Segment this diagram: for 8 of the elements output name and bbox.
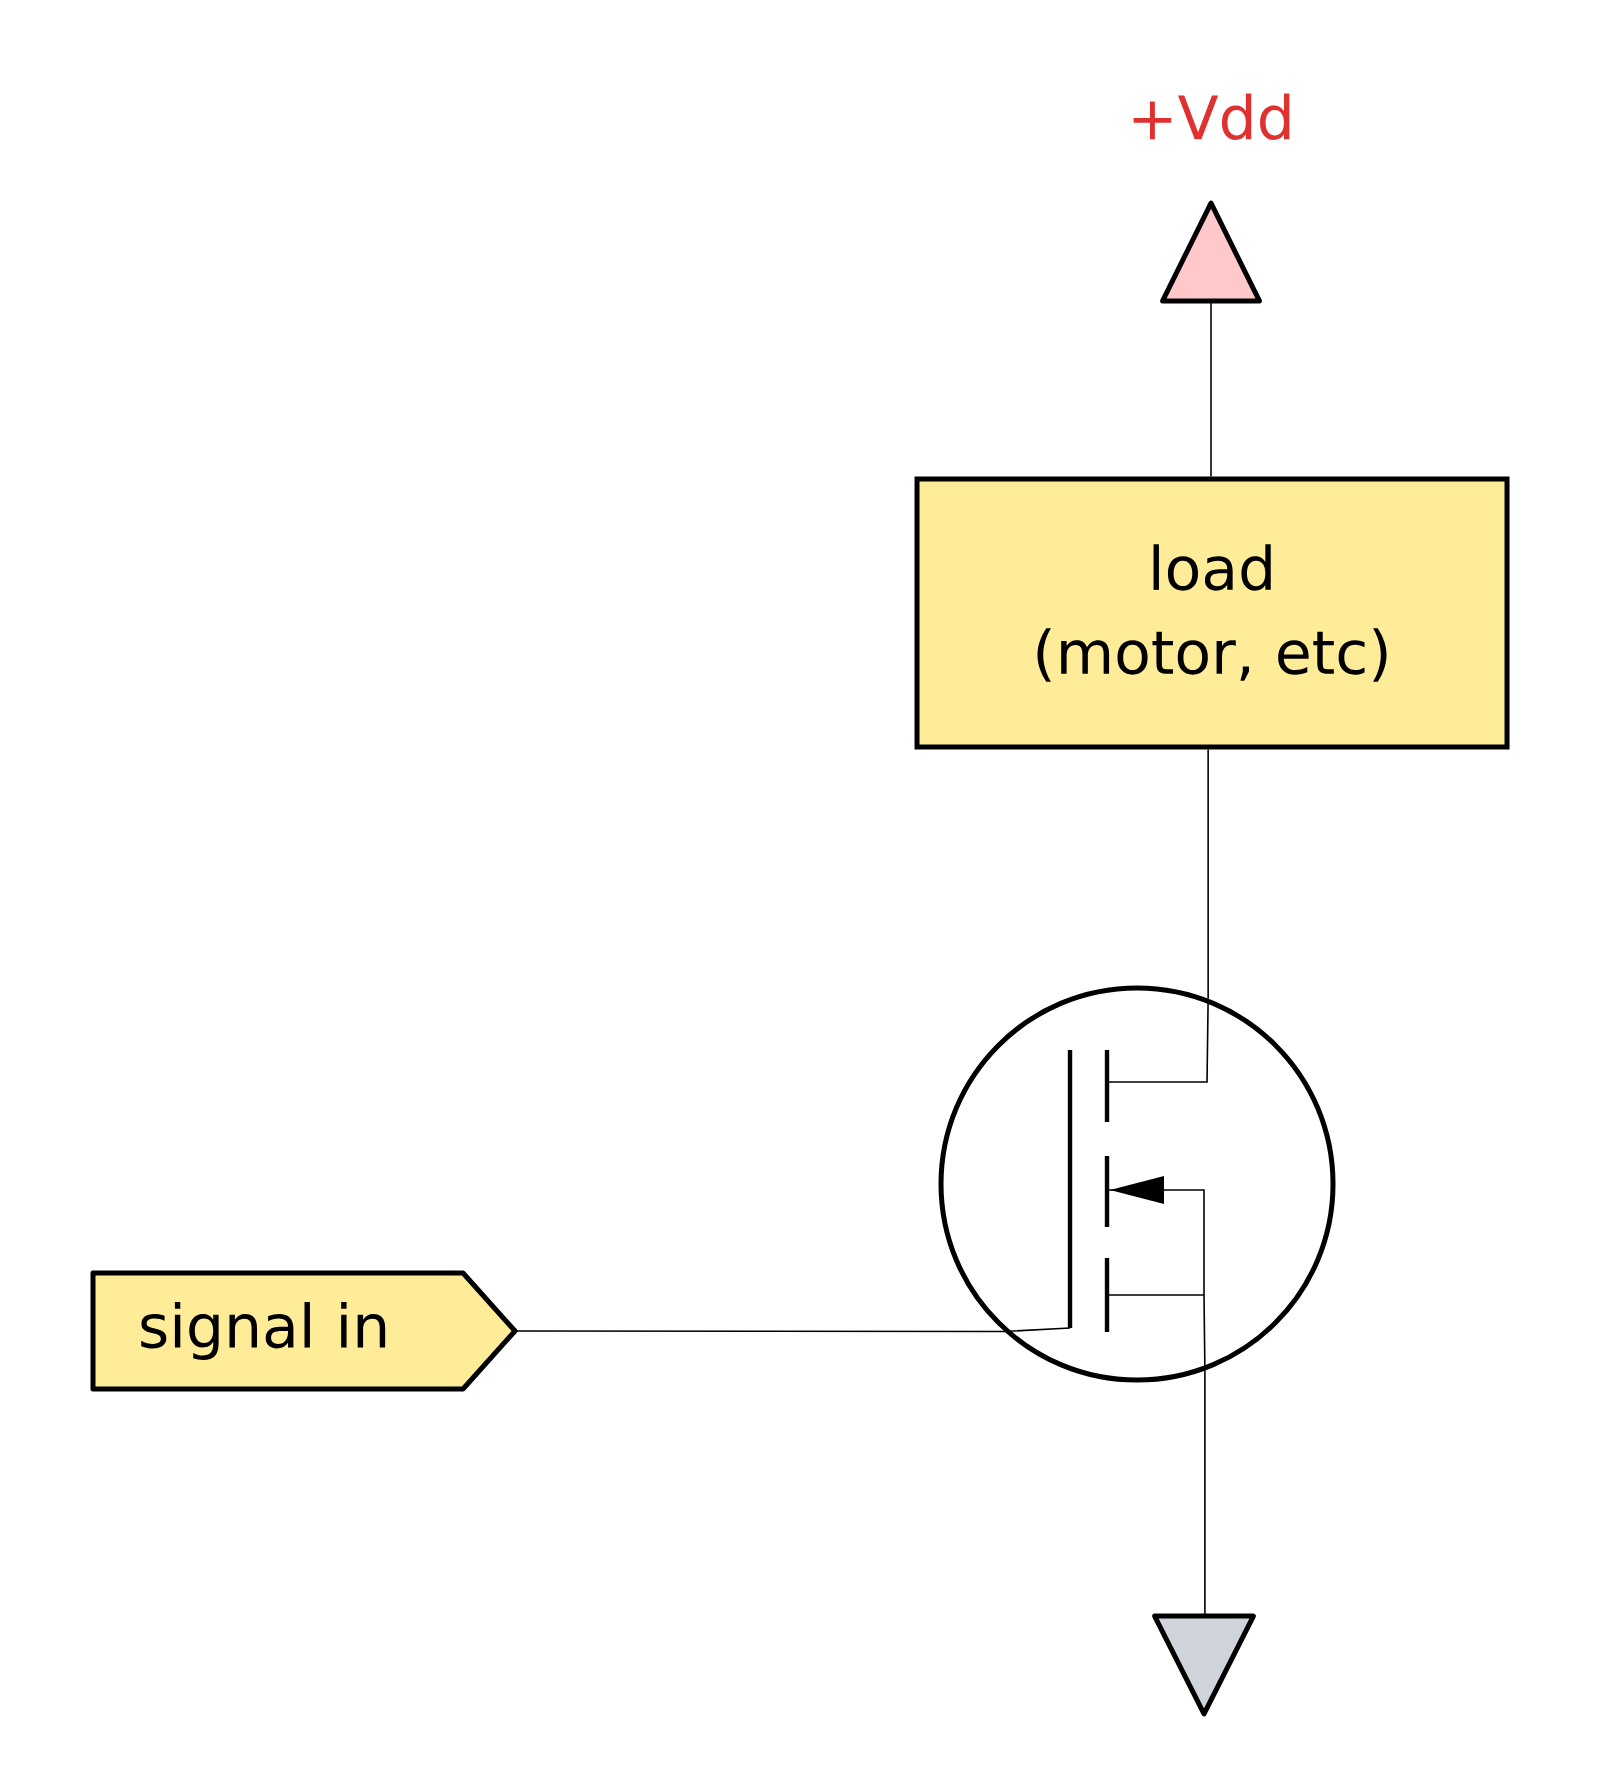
load-box: load (motor, etc) [914, 476, 1510, 750]
wire [1204, 1369, 1206, 1617]
transistor-circle [938, 985, 1336, 1383]
ground-symbol [1152, 1613, 1256, 1717]
wire [1210, 300, 1212, 478]
wire [1207, 748, 1209, 1000]
signal-tag: signal in [90, 1270, 518, 1392]
wire [514, 1330, 1005, 1333]
